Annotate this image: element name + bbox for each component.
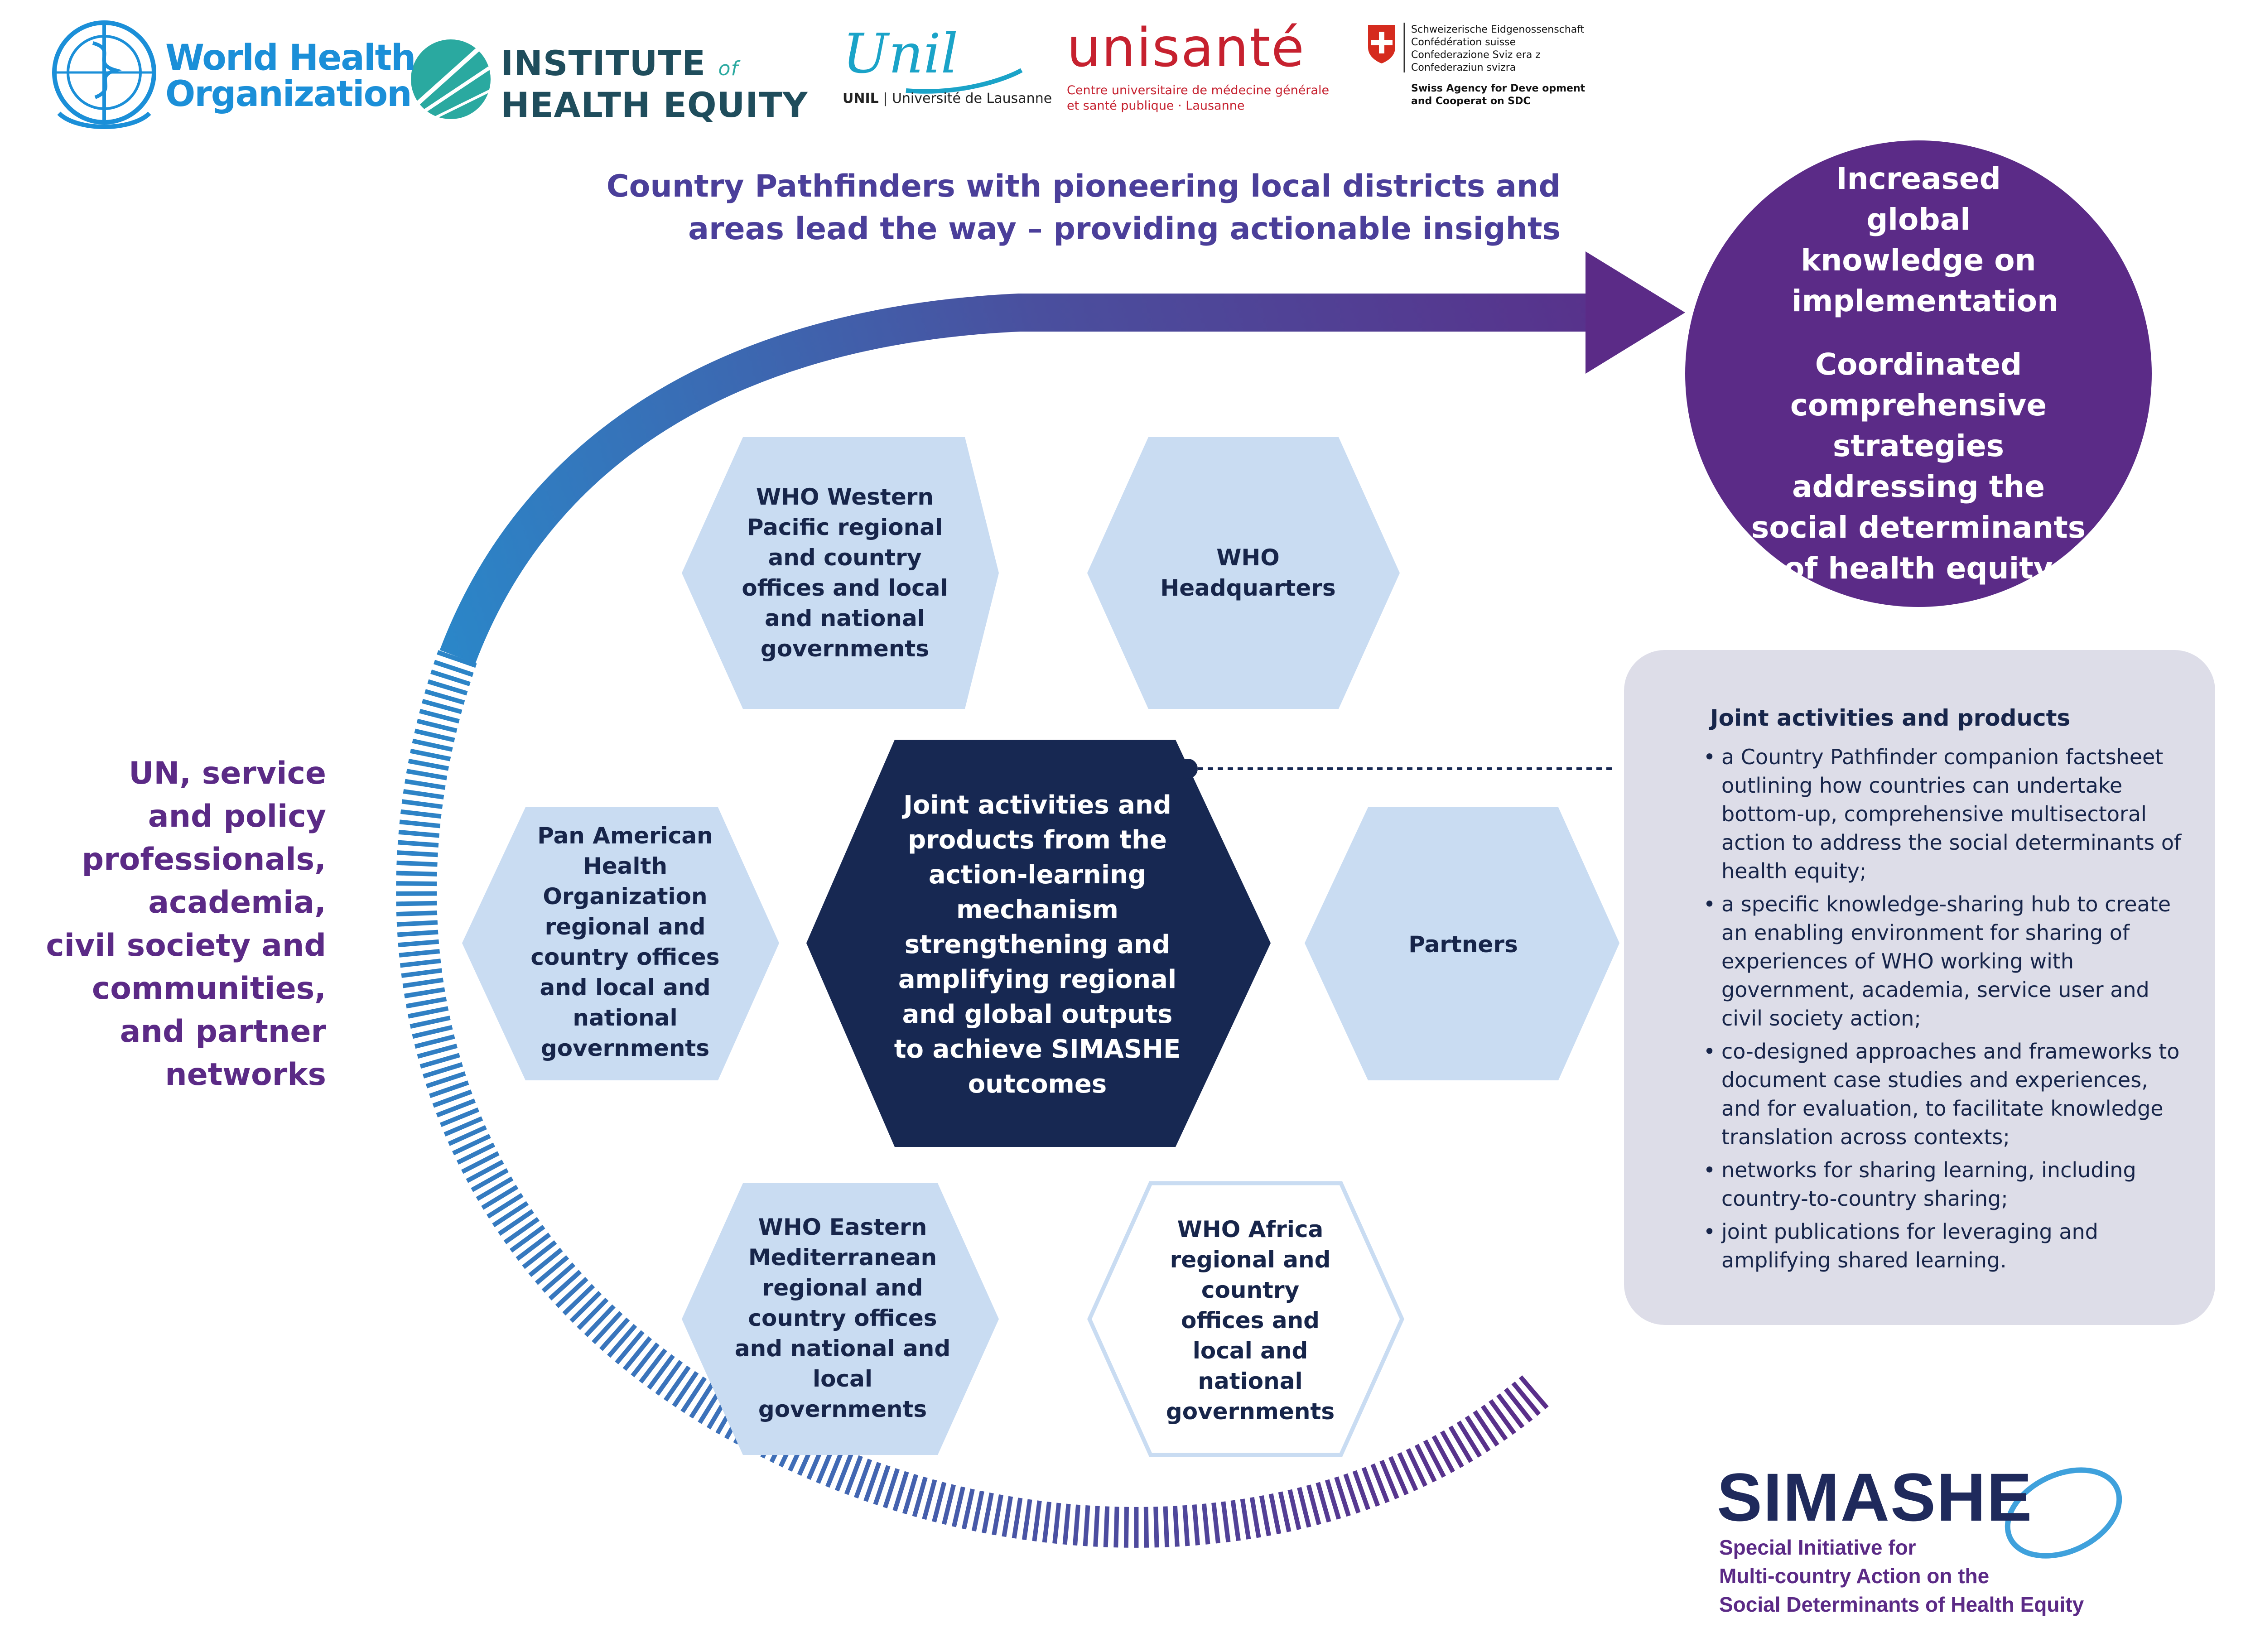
- unil-logo: Unil UNIL | Université de Lausanne: [843, 23, 1052, 107]
- hex-label-africa: WHO Africa regional and country offices …: [1166, 1216, 1335, 1425]
- hexagon-western-pacific: [682, 437, 999, 709]
- left-heading: UN, service and policy professionals, ac…: [18, 752, 326, 1096]
- hex-label-center: Joint activities and products from the a…: [894, 790, 1181, 1099]
- simashe-sub-line1: Special Initiative for: [1719, 1536, 1916, 1559]
- left-heading-line: communities,: [92, 971, 326, 1007]
- swiss-agency1: Swiss Agency for Deve opment: [1411, 83, 1586, 94]
- left-heading-line: UN, service: [129, 756, 326, 791]
- swiss-logo-text: Schweizerische Eidgenossenschaft Confédé…: [1411, 24, 1585, 108]
- unil-bold: UNIL: [843, 91, 879, 106]
- panel-list-item: networks for sharing learning, including…: [1703, 1156, 2183, 1213]
- left-heading-line: civil society and: [46, 928, 326, 963]
- swiss-line2: Confédération suisse: [1411, 37, 1516, 48]
- unisante-name: unisanté: [1067, 16, 1305, 79]
- unisante-line1: Centre universitaire de médecine général…: [1067, 83, 1330, 97]
- swiss-line1: Schweizerische Eidgenossenschaft: [1411, 24, 1585, 35]
- simashe-subtitle: Special Initiative for Multi-country Act…: [1719, 1533, 2084, 1619]
- unisante-line2: et santé publique · Lausanne: [1067, 99, 1245, 113]
- arrow-head-icon: [1586, 251, 1685, 374]
- left-heading-line: networks: [165, 1057, 326, 1093]
- who-logo-text: World Health Organization: [165, 38, 416, 115]
- panel-list-item: a Country Pathfinder companion factsheet…: [1703, 743, 2183, 886]
- progress-arc-dashed: [396, 650, 1549, 1548]
- left-heading-line: academia,: [148, 885, 326, 920]
- goal-text-knowledge: Increased global knowledge on implementa…: [1792, 161, 2059, 318]
- progress-arc-solid: [439, 294, 1595, 664]
- hexagon-partners: [1305, 807, 1619, 1080]
- panel-list-item: co-designed approaches and frameworks to…: [1703, 1037, 2183, 1151]
- top-heading: Country Pathfinders with pioneering loca…: [589, 165, 1561, 250]
- who-emblem-icon: [52, 20, 156, 129]
- left-heading-line: and partner: [120, 1014, 326, 1050]
- ihe-logo-text: INSTITUTE of HEALTH EQUITY: [501, 45, 808, 123]
- hexagon-paho: [462, 807, 779, 1080]
- panel-list: a Country Pathfinder companion factsheet…: [1703, 743, 2183, 1279]
- ihe-line2: HEALTH EQUITY: [501, 85, 808, 125]
- swiss-line3: Confederazione Sviz era z: [1411, 49, 1541, 61]
- hex-label-paho: Pan American Health Organization regiona…: [530, 823, 720, 1061]
- simashe-logo-title: SIMASHE: [1717, 1459, 2033, 1535]
- hex-label-headquarters: WHO Headquarters: [1160, 544, 1336, 601]
- left-heading-line: professionals,: [82, 842, 326, 877]
- who-line2: Organization: [165, 74, 412, 115]
- simashe-sub-line2: Multi-country Action on the: [1719, 1564, 1990, 1588]
- panel-title: Joint activities and products: [1710, 705, 2071, 731]
- swiss-line4: Confederaziun svizra: [1411, 62, 1516, 73]
- who-line1: World Health: [165, 38, 416, 78]
- hex-label-eastern-mediterranean: WHO Eastern Mediterranean regional and c…: [734, 1214, 951, 1422]
- panel-list-item: a specific knowledge-sharing hub to crea…: [1703, 890, 2183, 1033]
- unil-rest: | Université de Lausanne: [883, 91, 1052, 106]
- left-heading-line: and policy: [148, 799, 326, 834]
- hexagon-eastern-mediterranean: [682, 1183, 999, 1455]
- goal-circle: Increased global knowledge on implementa…: [1685, 140, 2152, 607]
- unil-script: Unil: [843, 23, 959, 86]
- panel-list-item: joint publications for leveraging and am…: [1703, 1218, 2183, 1275]
- hex-label-western-pacific: WHO Western Pacific regional and country…: [742, 484, 948, 662]
- swiss-agency2: and Cooperat on SDC: [1411, 96, 1531, 107]
- hexagon-africa: [1087, 1181, 1404, 1457]
- top-heading-line2: areas lead the way – providing actionabl…: [688, 211, 1561, 247]
- ihe-logo-icon: [411, 39, 491, 121]
- hexagon-center: [806, 740, 1271, 1147]
- unisante-logo: unisanté Centre universitaire de médecin…: [1067, 20, 1329, 114]
- simashe-swoosh-icon: [2005, 1467, 2122, 1559]
- ihe-of: of: [718, 57, 738, 80]
- goal-text-strategies: Coordinated comprehensive strategies add…: [1751, 347, 2086, 586]
- hexagon-headquarters: [1087, 437, 1400, 709]
- hex-label-partners: Partners: [1408, 931, 1518, 958]
- top-heading-line1: Country Pathfinders with pioneering loca…: [606, 169, 1561, 204]
- ihe-line1: INSTITUTE: [501, 43, 706, 83]
- swiss-flag-icon: [1368, 25, 1395, 63]
- unil-swoosh-icon: [906, 68, 1023, 94]
- simashe-sub-line3: Social Determinants of Health Equity: [1719, 1593, 2084, 1616]
